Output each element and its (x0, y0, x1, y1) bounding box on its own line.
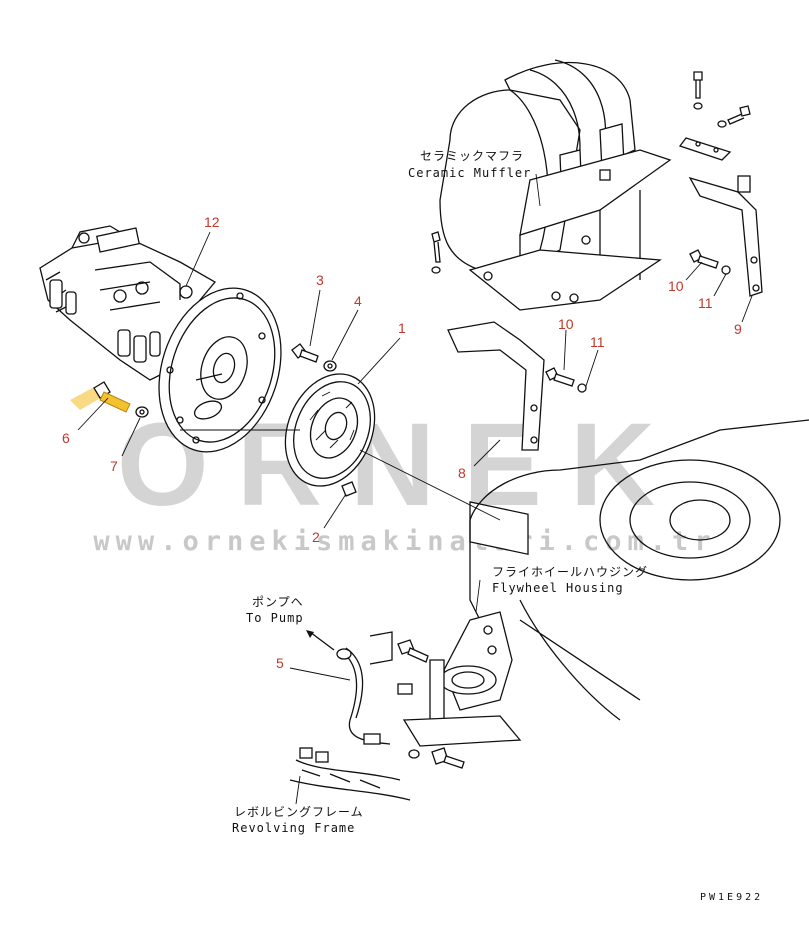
engine-mount-drawing (402, 611, 522, 747)
flywheel-label-en: Flywheel Housing (492, 581, 624, 595)
part-num-12: 12 (204, 214, 220, 230)
part-num-10-right: 10 (668, 278, 684, 294)
part-num-11-right: 11 (698, 295, 713, 311)
bolt-6-drawing (70, 381, 131, 413)
part-num-3: 3 (316, 272, 324, 288)
washer-11-right-drawing (721, 265, 731, 275)
part-num-6: 6 (62, 430, 70, 446)
watermark-url: www.ornekismakinalari.com.tr (93, 526, 716, 557)
hydraulic-pump-drawing (39, 225, 282, 453)
bolt-10-right-drawing (689, 249, 719, 269)
frame-label-en: Revolving Frame (232, 821, 355, 835)
part-num-1: 1 (398, 320, 406, 336)
damper-disc-drawing (284, 373, 376, 487)
part-num-4: 4 (354, 293, 362, 309)
watermark: ORNEK www.ornekismakinalari.com.tr (93, 399, 716, 557)
drawing-code: PW1E922 (700, 892, 763, 903)
pump-label-en: To Pump (246, 611, 304, 625)
part-num-11-left: 11 (590, 334, 605, 350)
part-num-2: 2 (312, 529, 320, 545)
part-num-7: 7 (110, 458, 118, 474)
pin-2-drawing (341, 481, 357, 497)
leader-lines (77, 173, 753, 805)
washer-11-left-drawing (577, 383, 587, 393)
ceramic-muffler-drawing (439, 59, 672, 311)
washer-4-drawing (323, 360, 337, 372)
bolt-10-left-drawing (545, 367, 575, 387)
bracket-9-drawing (678, 137, 763, 297)
muffler-label-jp: セラミックマフラ (420, 149, 524, 163)
muffler-label-en: Ceramic Muffler (408, 166, 531, 180)
callout-labels: セラミックマフラ Ceramic Muffler フライホイールハウジング Fl… (232, 149, 763, 903)
part-num-8: 8 (458, 465, 466, 481)
flywheel-housing-drawing (469, 419, 809, 721)
hose-5-drawing (306, 630, 465, 769)
muffler-bolt-drawing (431, 71, 751, 274)
bolt-3-drawing (291, 343, 319, 363)
revolving-frame-drawing (289, 747, 411, 801)
part-num-5: 5 (276, 655, 284, 671)
part-numbers: 12 3 4 1 6 7 2 8 10 11 9 10 11 5 (62, 214, 742, 671)
pump-label-jp: ポンプヘ (252, 595, 304, 609)
part-num-9: 9 (734, 321, 742, 337)
part-num-10-left: 10 (558, 316, 574, 332)
frame-label-jp: レボルビングフレーム (234, 805, 364, 819)
flywheel-label-jp: フライホイールハウジング (492, 565, 648, 579)
washer-7-drawing (135, 406, 149, 418)
